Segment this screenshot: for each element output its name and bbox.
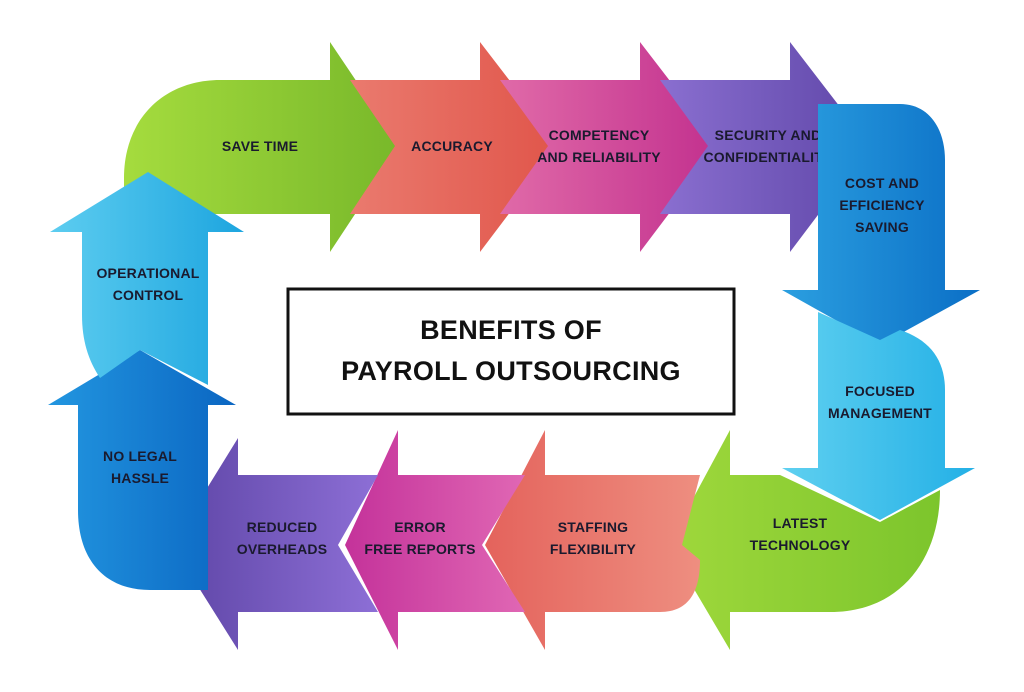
benefit-security: SECURITY AND CONFIDENTIALITY — [660, 42, 870, 252]
arrow-cost — [782, 104, 980, 345]
focused-label-line: FOCUSED — [845, 383, 915, 399]
label-cost: COST AND EFFICIENCY SAVING — [839, 175, 925, 235]
error-label-line: ERROR — [394, 519, 446, 535]
label-operational: OPERATIONAL CONTROL — [96, 265, 199, 303]
benefit-operational: OPERATIONAL CONTROL — [50, 172, 244, 385]
arrow-overheads — [172, 438, 378, 650]
arrow-operational — [50, 172, 244, 385]
label-staffing: STAFFING FLEXIBILITY — [550, 519, 637, 557]
label-latest: LATEST TECHNOLOGY — [750, 515, 851, 553]
focused-label-line: MANAGEMENT — [828, 405, 932, 421]
benefit-legal: NO LEGAL HASSLE — [48, 350, 236, 590]
arrow-legal — [48, 350, 236, 590]
benefit-accuracy: ACCURACY — [350, 42, 560, 252]
competency-label-line: AND RELIABILITY — [537, 149, 661, 165]
arrow-staffing — [485, 430, 700, 650]
legal-label-line: NO LEGAL — [103, 448, 177, 464]
save-time-label-line: SAVE TIME — [222, 138, 298, 154]
operational-label-line: CONTROL — [113, 287, 184, 303]
label-focused: FOCUSED MANAGEMENT — [828, 383, 932, 421]
label-overheads: REDUCED OVERHEADS — [237, 519, 327, 557]
label-competency: COMPETENCY AND RELIABILITY — [537, 127, 661, 165]
cost-label-line: COST AND — [845, 175, 919, 191]
benefit-error: ERROR FREE REPORTS — [345, 430, 525, 650]
title-box: BENEFITS OF PAYROLL OUTSOURCING — [286, 287, 736, 416]
benefit-competency: COMPETENCY AND RELIABILITY — [500, 42, 720, 252]
latest-label-line: LATEST — [773, 515, 828, 531]
cost-label-line: SAVING — [855, 219, 909, 235]
security-label-line: CONFIDENTIALITY — [704, 149, 833, 165]
benefit-latest: LATEST TECHNOLOGY — [668, 430, 940, 650]
competency-label-line: COMPETENCY — [549, 127, 650, 143]
title-border — [286, 287, 736, 416]
staffing-label-line: STAFFING — [558, 519, 629, 535]
legal-label-line: HASSLE — [111, 470, 169, 486]
error-label-line: FREE REPORTS — [364, 541, 475, 557]
benefit-cost: COST AND EFFICIENCY SAVING — [782, 104, 980, 345]
overheads-label-line: OVERHEADS — [237, 541, 327, 557]
benefit-staffing: STAFFING FLEXIBILITY — [485, 430, 700, 650]
operational-label-line: OPERATIONAL — [96, 265, 199, 281]
staffing-label-line: FLEXIBILITY — [550, 541, 637, 557]
arrow-competency — [500, 42, 720, 252]
cost-label-line: EFFICIENCY — [839, 197, 925, 213]
arrow-security — [660, 42, 870, 252]
arrow-accuracy — [350, 42, 560, 252]
benefit-save-time: SAVE TIME — [124, 42, 400, 252]
title-line-2: PAYROLL OUTSOURCING — [341, 356, 681, 386]
arrow-latest — [668, 430, 940, 650]
title-line-1: BENEFITS OF — [420, 315, 602, 345]
latest-label-line: TECHNOLOGY — [750, 537, 851, 553]
arrow-focused — [782, 312, 975, 520]
label-save-time: SAVE TIME — [222, 138, 298, 154]
overheads-label-line: REDUCED — [247, 519, 318, 535]
accuracy-label-line: ACCURACY — [411, 138, 493, 154]
benefit-overheads: REDUCED OVERHEADS — [172, 438, 378, 650]
label-accuracy: ACCURACY — [411, 138, 493, 154]
arrow-error — [345, 430, 525, 650]
label-security: SECURITY AND CONFIDENTIALITY — [704, 127, 833, 165]
label-error: ERROR FREE REPORTS — [364, 519, 475, 557]
label-legal: NO LEGAL HASSLE — [103, 448, 177, 486]
security-label-line: SECURITY AND — [715, 127, 822, 143]
arrow-save-time — [124, 42, 400, 252]
benefit-focused: FOCUSED MANAGEMENT — [782, 312, 975, 520]
